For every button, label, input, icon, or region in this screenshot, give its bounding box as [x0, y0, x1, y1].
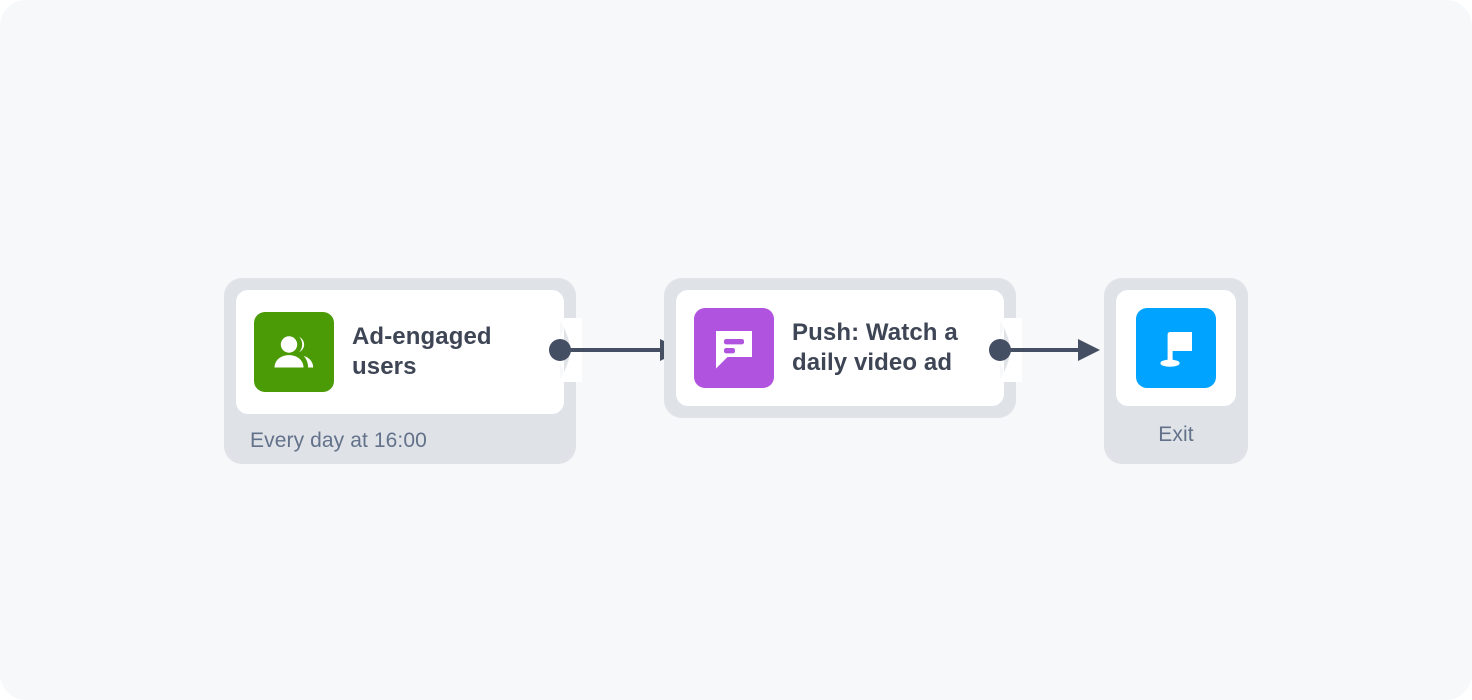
- trigger-card[interactable]: Ad-engaged users: [236, 290, 564, 414]
- people-group-icon: [254, 312, 334, 392]
- trigger-schedule-text: Every day at 16:00: [250, 429, 427, 452]
- flag-icon: [1136, 308, 1216, 388]
- exit-card[interactable]: [1116, 290, 1236, 406]
- chat-bubble-icon: [694, 308, 774, 388]
- push-card[interactable]: Push: Watch a daily video ad: [676, 290, 1004, 406]
- flow-node-exit[interactable]: Exit: [1104, 278, 1248, 464]
- trigger-title: Ad-engaged users: [352, 323, 492, 380]
- push-title: Push: Watch a daily video ad: [792, 319, 958, 376]
- exit-label: Exit: [1158, 423, 1194, 446]
- flow-node-trigger[interactable]: Ad-engaged users Every day at 16:00: [224, 278, 576, 464]
- flow-node-push[interactable]: Push: Watch a daily video ad: [664, 278, 1016, 418]
